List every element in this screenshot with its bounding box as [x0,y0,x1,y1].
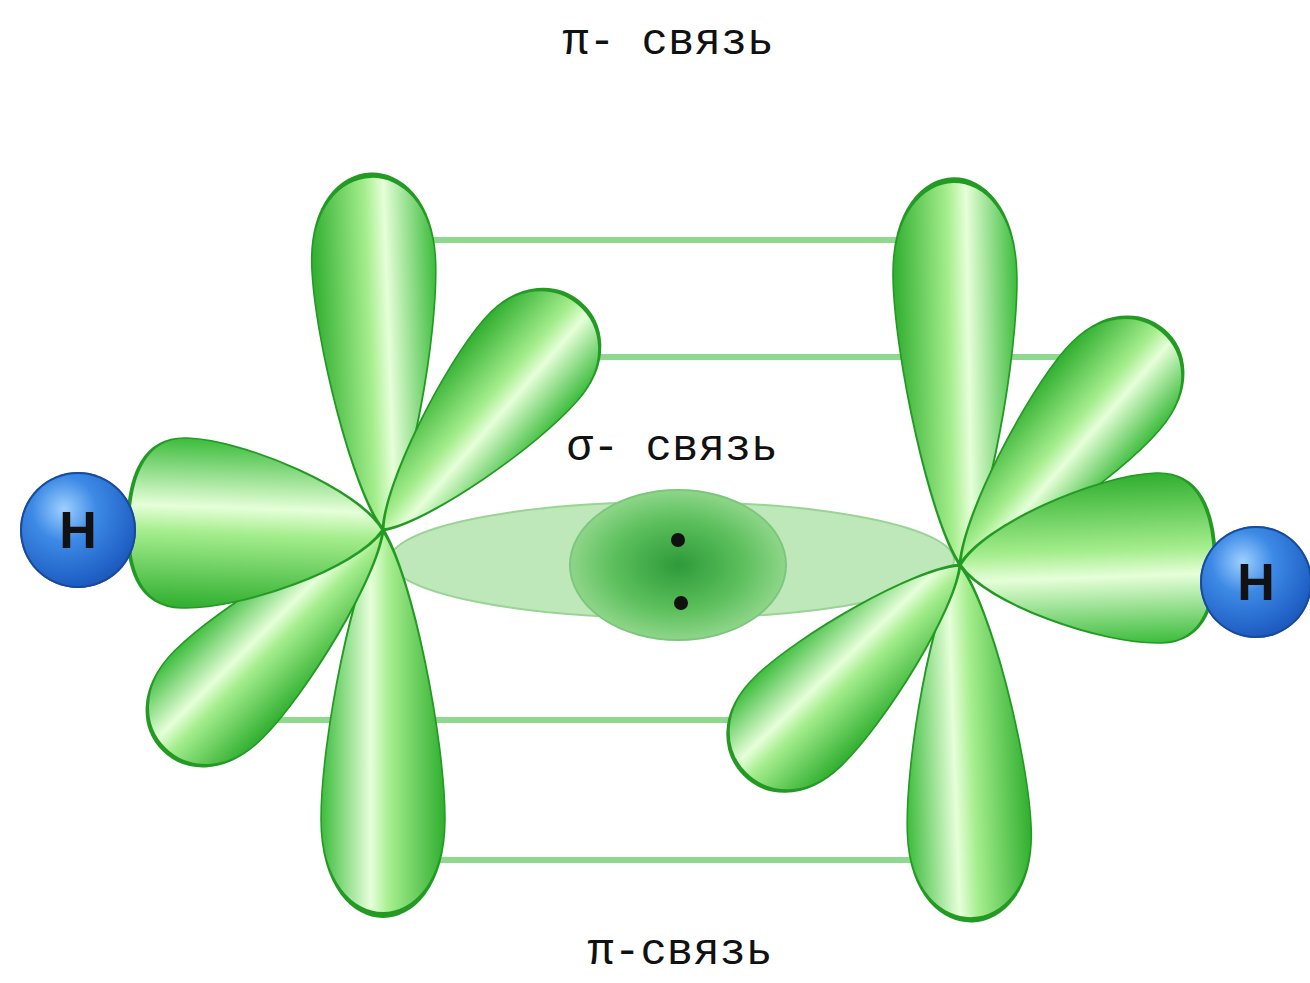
electron-dot [674,596,688,610]
hydrogen-atom: H [20,472,136,588]
carbon-orbitals-right [701,179,1218,922]
carbon-orbitals-left [120,173,627,915]
atom-symbol: H [1237,556,1275,608]
electron-pair-cloud [570,490,786,640]
atom-symbol: H [59,504,97,556]
bond-label: σ- связь [562,424,781,472]
hydrogen-atom: H [1200,526,1310,638]
electron-dot [671,533,685,547]
bond-label: π- связь [558,18,777,66]
bond-label: π-связь [584,928,777,976]
